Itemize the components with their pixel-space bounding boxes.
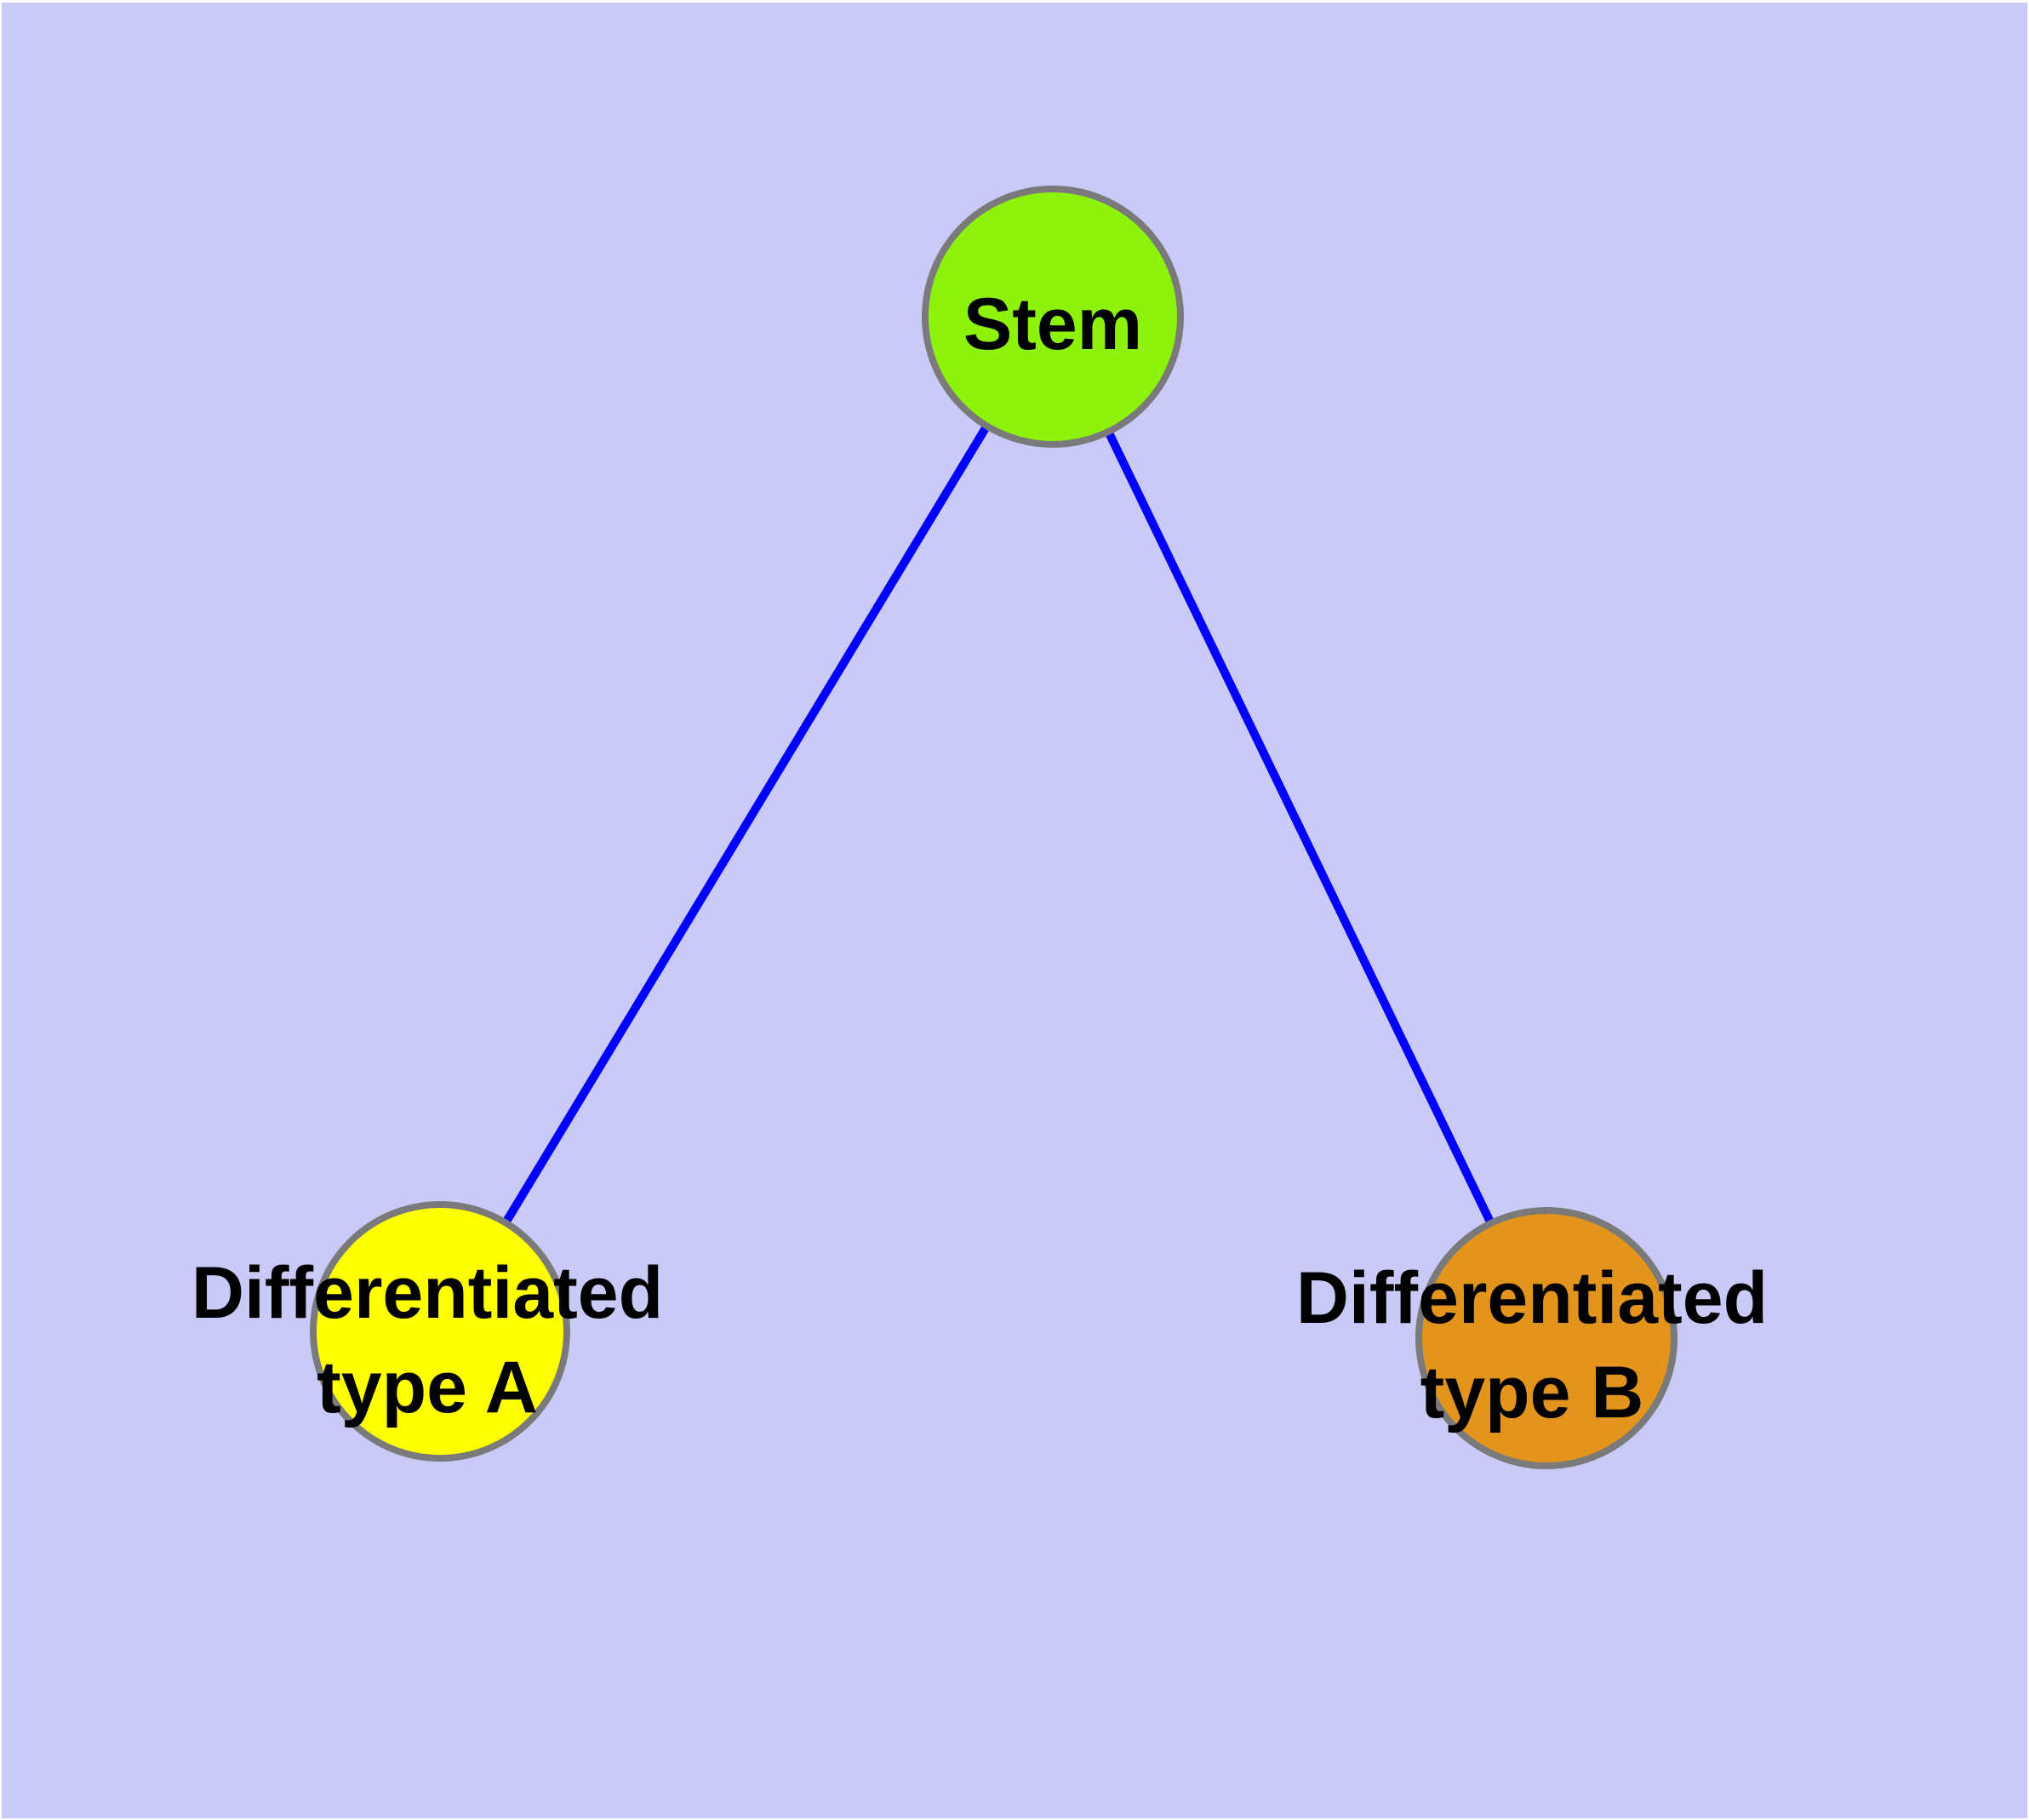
node-differentiated-type-b-label-line-1: Differentiated: [1296, 1257, 1768, 1339]
edge-stem-differentiated-type-a: [436, 314, 1057, 1334]
edge-stem-differentiated-type-b: [1049, 314, 1551, 1341]
node-differentiated-type-a-label-line-1: Differentiated: [191, 1252, 663, 1334]
node-differentiated-type-b-label-line-2: type B: [1420, 1352, 1644, 1434]
node-differentiated-type-a-label-line-2: type A: [317, 1347, 538, 1428]
node-stem-circle: [922, 186, 1184, 448]
edges-layer: [436, 314, 1551, 1341]
node-stem-label-line-1: Stem: [963, 283, 1142, 365]
node-differentiated-type-a-label: Differentiated type A: [191, 1252, 663, 1428]
node-differentiated-type-b-circle: [1415, 1207, 1677, 1469]
node-differentiated-type-a-circle: [310, 1201, 570, 1462]
node-differentiated-type-b-label: Differentiated type B: [1296, 1257, 1768, 1434]
node-stem-label: Stem: [963, 283, 1142, 365]
nodes-layer: [310, 186, 1677, 1469]
